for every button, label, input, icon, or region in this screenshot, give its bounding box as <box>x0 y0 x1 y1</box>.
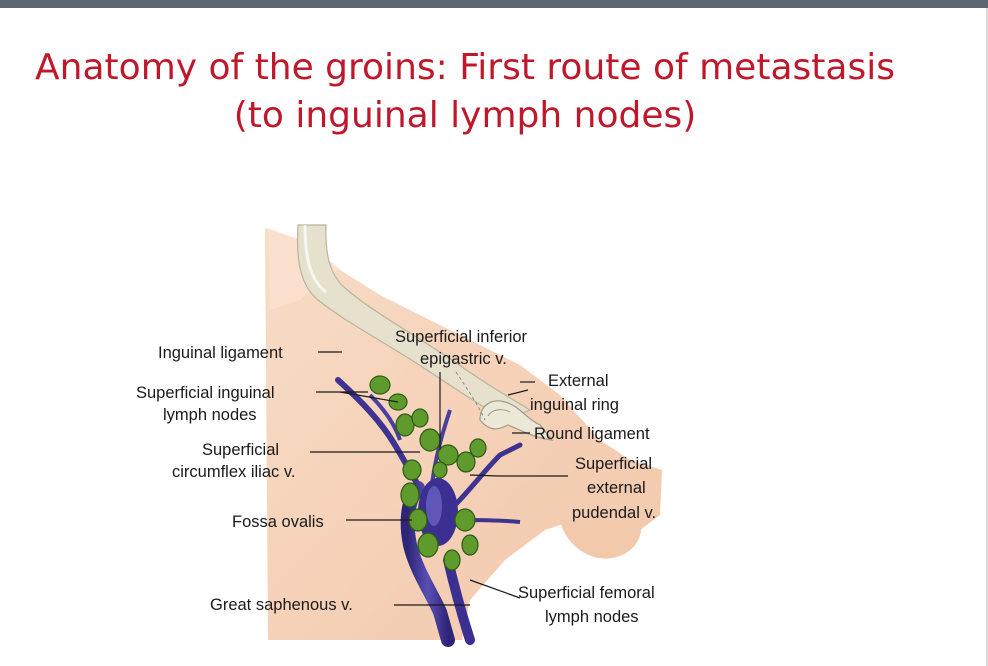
label-external-ring-line1: External <box>548 372 609 390</box>
label-circumflex-line2: circumflex iliac v. <box>172 463 295 481</box>
right-edge-line <box>986 8 988 666</box>
label-external-ring-line2: inguinal ring <box>530 396 619 414</box>
label-circumflex-line1: Superficial <box>202 441 279 459</box>
label-superficial-inguinal-line2: lymph nodes <box>163 406 257 424</box>
leader-lines <box>310 351 568 606</box>
top-bar <box>0 0 988 8</box>
label-superficial-inguinal-line1: Superficial inguinal <box>136 384 275 402</box>
label-round-ligament: Round ligament <box>534 425 650 443</box>
label-great-saphenous: Great saphenous v. <box>210 596 353 614</box>
title-line-2: (to inguinal lymph nodes) <box>233 95 697 136</box>
label-pudendal-line3: pudendal v. <box>572 504 656 522</box>
lymph-nodes <box>369 375 487 571</box>
slide-title: Anatomy of the groins: First route of me… <box>0 44 930 140</box>
label-pudendal-line2: external <box>587 479 646 497</box>
label-femoral-nodes-line2: lymph nodes <box>545 608 639 626</box>
label-inguinal-ligament: Inguinal ligament <box>158 344 283 362</box>
label-femoral-nodes-line1: Superficial femoral <box>518 584 655 602</box>
title-line-1: Anatomy of the groins: First route of me… <box>35 47 895 88</box>
label-pudendal-line1: Superficial <box>575 455 652 473</box>
label-fossa-ovalis: Fossa ovalis <box>232 513 324 531</box>
label-epigastric-line2: epigastric v. <box>420 350 507 368</box>
label-epigastric-line1: Superficial inferior <box>395 328 528 346</box>
round-ligament-shape <box>479 400 554 441</box>
